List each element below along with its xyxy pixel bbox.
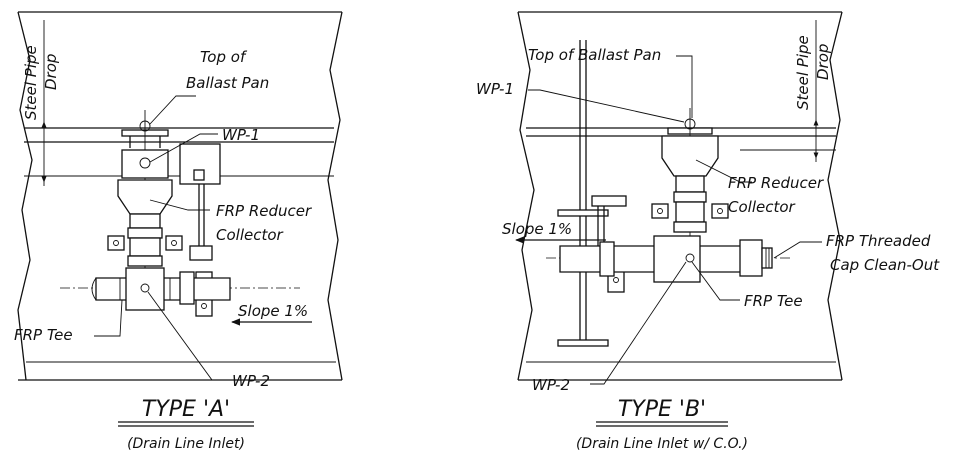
type-b-frp-threaded-label: FRP Threaded: [826, 232, 931, 250]
type-b-drop-label: Drop: [814, 44, 832, 80]
type-a-detail: Steel Pipe Drop Top of Ballast Pan WP-1 …: [14, 11, 343, 452]
type-b-frp-tee-label: FRP Tee: [744, 292, 803, 310]
type-b-wp2-label: WP-2: [532, 376, 570, 394]
type-a-collector-label: Collector: [216, 226, 284, 244]
type-a-drop-label: Drop: [42, 54, 60, 90]
type-b-subtitle: (Drain Line Inlet w/ C.O.): [576, 436, 748, 452]
type-b-steel-pipe-label: Steel Pipe: [794, 35, 812, 110]
type-b-title: TYPE 'B': [618, 397, 706, 422]
type-b-collector-label: Collector: [728, 198, 796, 216]
type-a-top-of-label: Top of: [200, 48, 248, 66]
type-b-labels: Steel Pipe Drop Top of Ballast Pan WP-1 …: [476, 35, 940, 394]
type-a-steel-pipe-label: Steel Pipe: [22, 45, 40, 120]
type-a-title: TYPE 'A': [142, 397, 230, 422]
type-b-wp1-label: WP-1: [476, 80, 514, 98]
type-b-detail: Steel Pipe Drop Top of Ballast Pan WP-1 …: [476, 11, 940, 452]
type-a-ballast-pan-label: Ballast Pan: [186, 74, 269, 92]
type-b-top-of-ballast-pan-label: Top of Ballast Pan: [528, 46, 661, 64]
type-b-frp-reducer-label: FRP Reducer: [728, 174, 824, 192]
type-a-wp2-label: WP-2: [232, 372, 270, 390]
type-a-frp-tee-label: FRP Tee: [14, 326, 73, 344]
type-b-cap-clean-out-label: Cap Clean-Out: [830, 256, 940, 274]
type-a-slope-label: Slope 1%: [238, 302, 308, 320]
type-b-slope-label: Slope 1%: [502, 220, 572, 238]
type-a-wp1-label: WP-1: [222, 126, 260, 144]
type-a-frp-reducer-label: FRP Reducer: [216, 202, 312, 220]
type-a-labels: Steel Pipe Drop Top of Ballast Pan WP-1 …: [14, 45, 312, 390]
type-a-subtitle: (Drain Line Inlet): [127, 436, 245, 452]
